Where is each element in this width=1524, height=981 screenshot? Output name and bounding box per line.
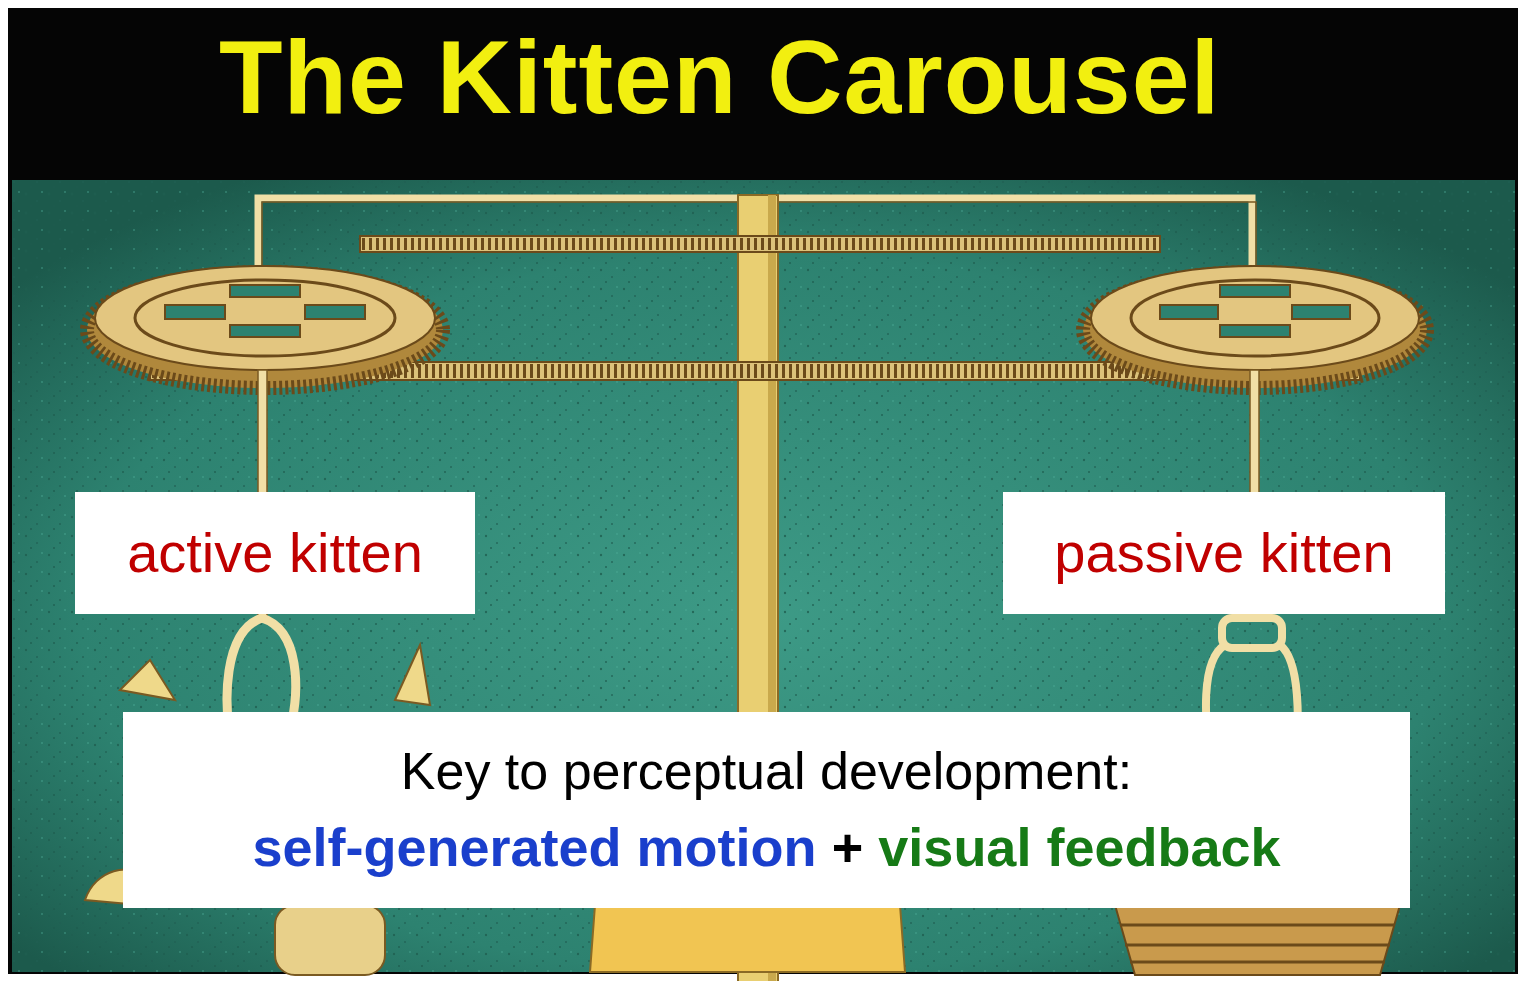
label-text: Key to perceptual development: bbox=[401, 742, 1132, 802]
label-text: passive kitten bbox=[1054, 521, 1393, 585]
key-box: Key to perceptual development: self-gener… bbox=[123, 712, 1410, 908]
label-text: active kitten bbox=[127, 521, 423, 585]
text-row: self-generated motion +visual feedback bbox=[252, 816, 1280, 878]
emphasis-text: + bbox=[832, 816, 864, 878]
emphasis-text: self-generated motion bbox=[252, 816, 816, 878]
label-box: active kitten bbox=[75, 492, 475, 614]
label-box: passive kitten bbox=[1003, 492, 1445, 614]
emphasis-text: visual feedback bbox=[878, 816, 1280, 878]
title: The Kitten Carousel bbox=[219, 18, 1220, 137]
